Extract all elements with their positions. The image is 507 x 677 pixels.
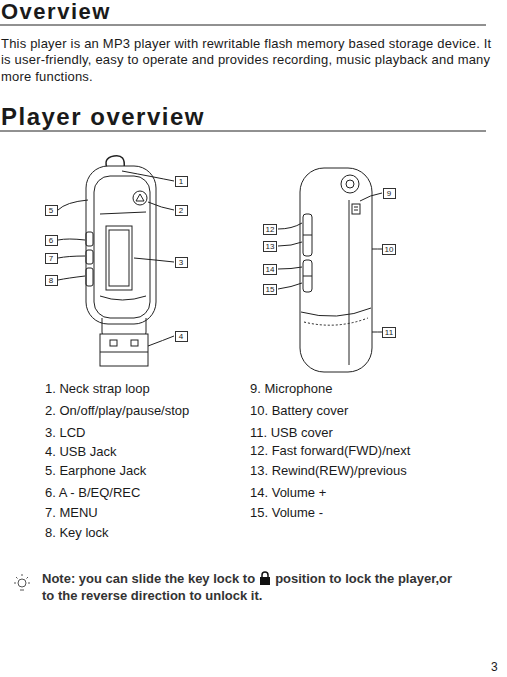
part-item: 11. USB cover <box>250 425 500 441</box>
heading-rule <box>0 131 486 132</box>
part-item: 9. Microphone <box>250 381 500 397</box>
callout-text: 3 <box>179 258 183 267</box>
part-item: 15. Volume - <box>250 505 500 521</box>
part-item: 5. Earphone Jack <box>45 463 245 479</box>
lock-icon <box>258 571 272 585</box>
note-text: Note: you can slide the key lock to <box>42 571 255 586</box>
callout-number: 4 <box>175 331 188 342</box>
part-item: 4. USB Jack <box>45 444 245 460</box>
callout-number: 10 <box>382 244 397 255</box>
player-front <box>86 156 156 366</box>
callout-number: 7 <box>45 253 58 264</box>
part-item: 13. Rewind(REW)/previous <box>250 463 500 479</box>
callout-text: 15 <box>266 285 275 294</box>
part-item: 14. Volume + <box>250 485 500 501</box>
callout-number: 15 <box>263 284 278 295</box>
page-number: 3 <box>491 660 498 675</box>
part-item: 7. MENU <box>45 505 245 521</box>
callout-text: 2 <box>179 206 183 215</box>
callout-number: 3 <box>175 257 188 268</box>
callout-number: 9 <box>383 188 396 199</box>
player-back <box>300 168 372 372</box>
callout-number: 6 <box>45 235 58 246</box>
part-item: 2. On/off/play/pause/stop <box>45 403 245 419</box>
callout-number: 14 <box>263 264 278 275</box>
part-item: 10. Battery cover <box>250 403 500 419</box>
note: Note: you can slide the key lock toposit… <box>42 570 462 604</box>
part-item: 1. Neck strap loop <box>45 381 245 397</box>
callout-text: 1 <box>179 177 183 186</box>
callout-text: 13 <box>266 242 275 251</box>
part-item: 8. Key lock <box>45 525 245 541</box>
callout-text: 8 <box>49 276 53 285</box>
callout-text: 10 <box>385 245 394 254</box>
callout-number: 2 <box>175 205 188 216</box>
callout-text: 7 <box>49 254 53 263</box>
callout-text: 9 <box>387 189 391 198</box>
callout-text: 5 <box>49 206 53 215</box>
page-title: Overview <box>1 0 111 26</box>
callout-text: 14 <box>266 265 275 274</box>
callout-number: 5 <box>45 205 58 216</box>
callout-number: 1 <box>175 176 188 187</box>
callout-text: 11 <box>385 328 393 337</box>
callout-text: 6 <box>49 236 53 245</box>
callout-number: 12 <box>263 224 278 235</box>
intro-text: This player is an MP3 player with rewrit… <box>1 36 501 85</box>
heading-rule <box>0 25 486 26</box>
bulb-icon <box>14 574 30 590</box>
callout-text: 4 <box>179 332 183 341</box>
callout-text: 12 <box>266 225 275 234</box>
callout-number: 8 <box>45 275 58 286</box>
callout-number: 13 <box>263 241 278 252</box>
part-item: 12. Fast forward(FWD)/next <box>250 443 500 459</box>
part-item: 3. LCD <box>45 425 245 441</box>
part-item: 6. A - B/EQ/REC <box>45 485 245 501</box>
callout-number: 11 <box>382 327 396 338</box>
section-heading: Player overview <box>1 102 481 132</box>
